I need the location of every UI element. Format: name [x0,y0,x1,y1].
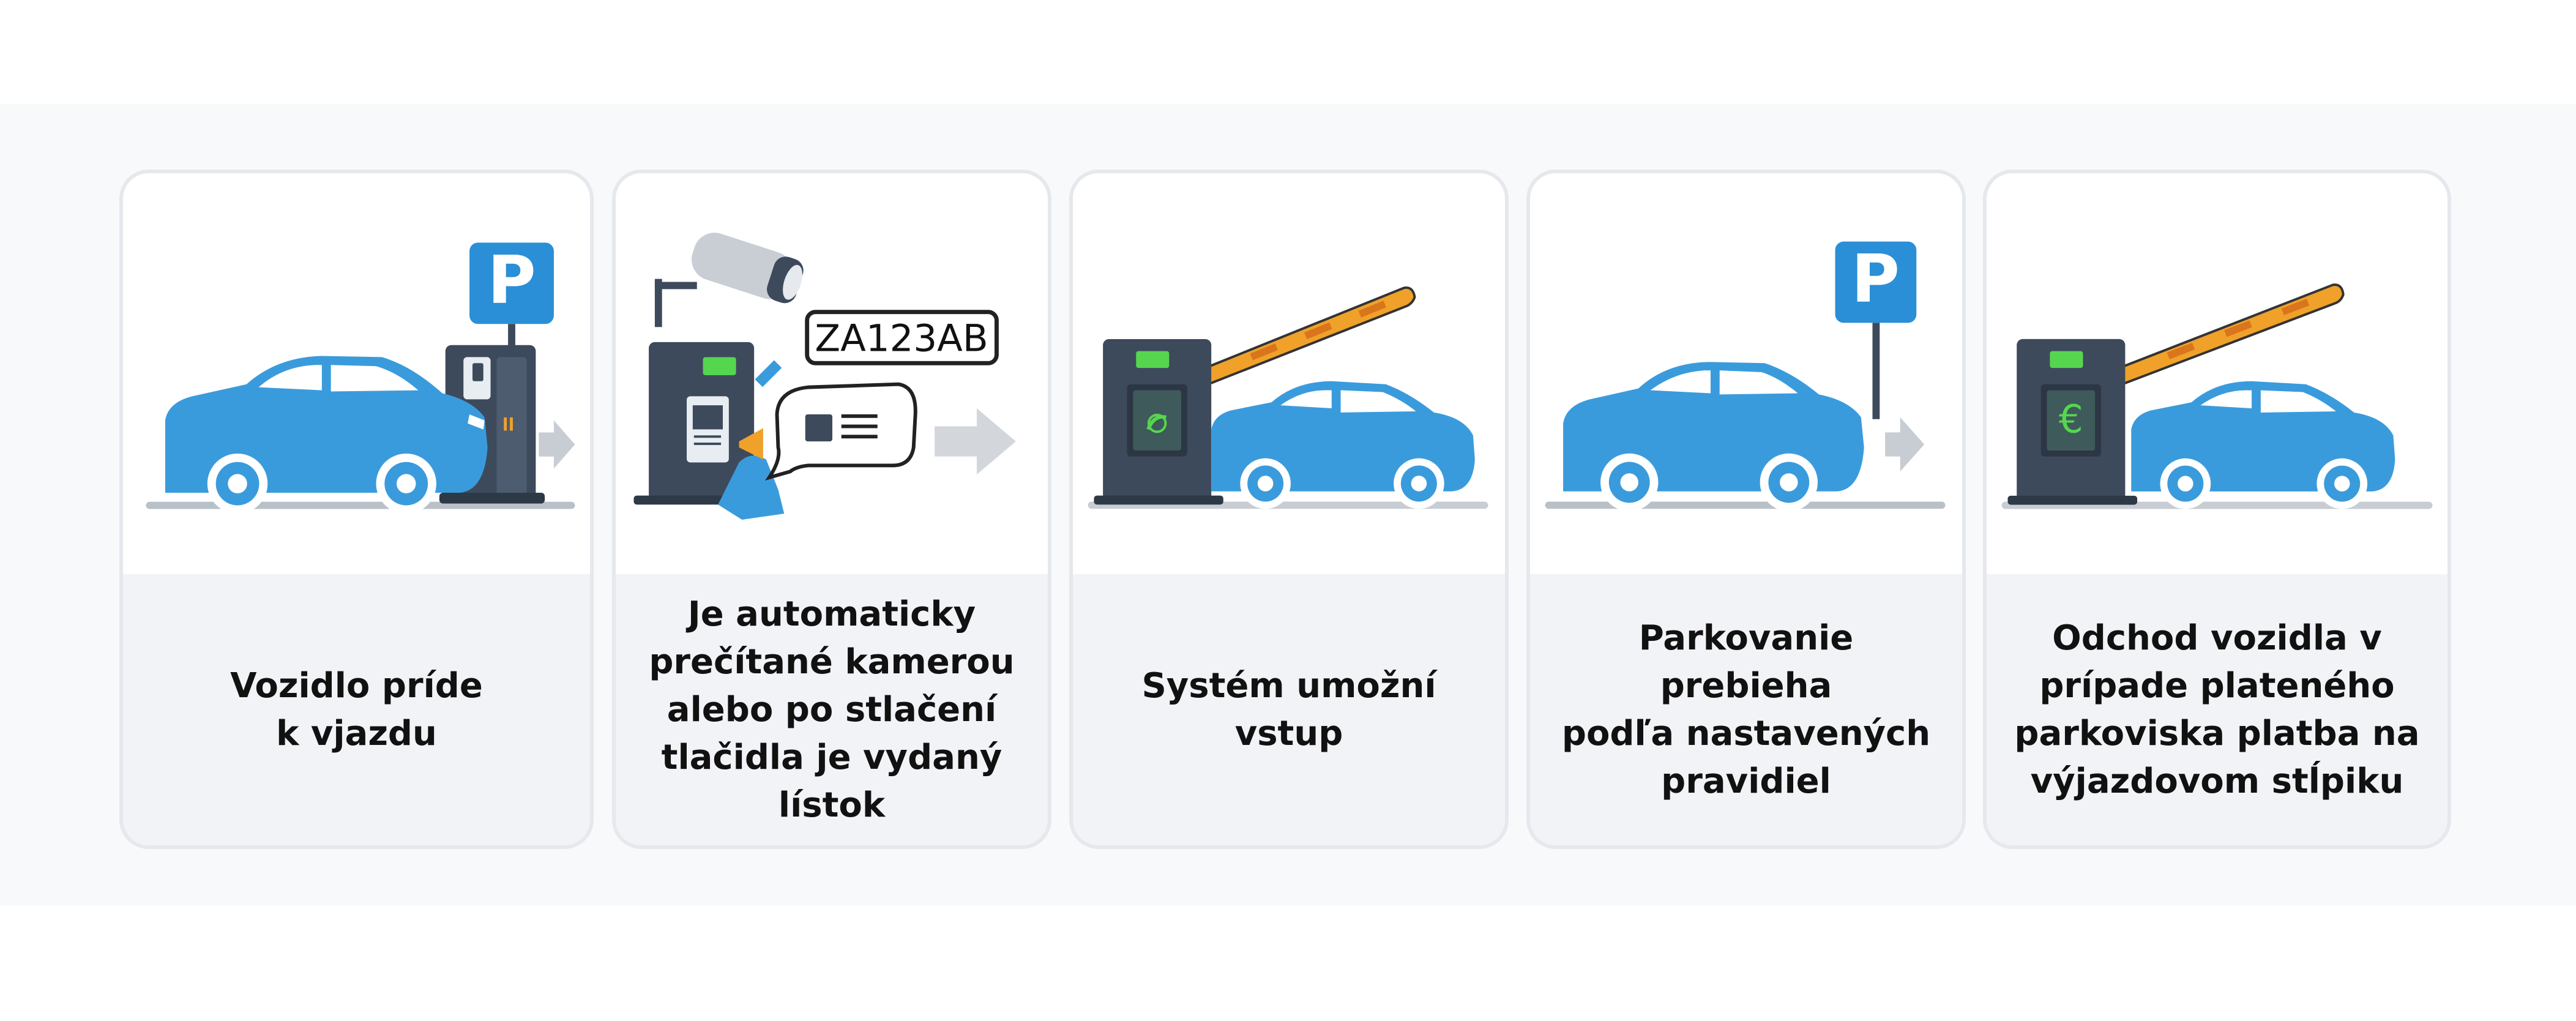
speech-bubble [764,382,917,481]
parking-sign-letter: P [487,241,536,319]
parking-sign-icon [469,242,554,324]
step-caption-text: Odchod vozidla v prípade plateného parko… [2014,618,2420,801]
step-caption-text: Systém umožní vstup [1141,665,1436,754]
license-plate [805,310,999,365]
parking-sign-icon [1835,241,1917,323]
step-card-3: Systém umožní vstup [1069,170,1509,849]
ticket-machine-icon [633,342,772,505]
license-plate-text: ZA123AB [815,317,988,361]
barrier-open-illustration [1073,173,1505,574]
step-caption-text: Parkovanie prebieha podľa nastavených pr… [1561,618,1931,801]
payment-terminal-icon: € [2007,338,2138,505]
euro-icon: € [2059,397,2083,441]
step-card-2: ZA123AB Je automa [612,170,1051,849]
arrow-right-icon [539,420,575,469]
car-icon [165,356,488,514]
step-caption-3: Systém umožní vstup [1073,574,1505,845]
arrow-right-icon [1885,417,1925,472]
step-caption-5: Odchod vozidla v prípade plateného parko… [1987,574,2447,845]
barrier-arm-icon [1200,286,1416,386]
arrow-right-icon [935,408,1016,475]
car-arriving-illustration: P [123,173,590,574]
speaker-icon [739,428,763,460]
camera-ticket-illustration: ZA123AB [616,173,1048,574]
step-caption-2: Je automaticky prečítané kamerou alebo p… [616,574,1048,845]
step-card-5: € Odchod vozidla v prípade plateného par… [1983,170,2451,849]
exit-payment-illustration: € [1987,173,2447,574]
security-camera-icon [654,233,804,387]
car-icon [2131,381,2395,509]
step-card-4: P Parkovanie prebieha podľa nastavených … [1526,170,1966,849]
ticket-icon [805,414,832,442]
step-caption-text: Vozidlo príde k vjazdu [230,665,483,754]
ground-line [1545,501,1946,509]
parking-illustration: P [1530,173,1962,574]
step-card-1: P [119,170,594,849]
parking-sign-letter: P [1851,241,1900,318]
hand-icon [718,455,785,520]
step-caption-1: Vozidlo príde k vjazdu [123,574,590,845]
entry-terminal-icon [1094,338,1223,505]
car-icon [1563,362,1864,512]
step-caption-4: Parkovanie prebieha podľa nastavených pr… [1530,574,1962,845]
barrier-arm-icon [2115,283,2345,386]
step-caption-text: Je automaticky prečítané kamerou alebo p… [649,594,1015,825]
car-icon [1211,381,1475,509]
